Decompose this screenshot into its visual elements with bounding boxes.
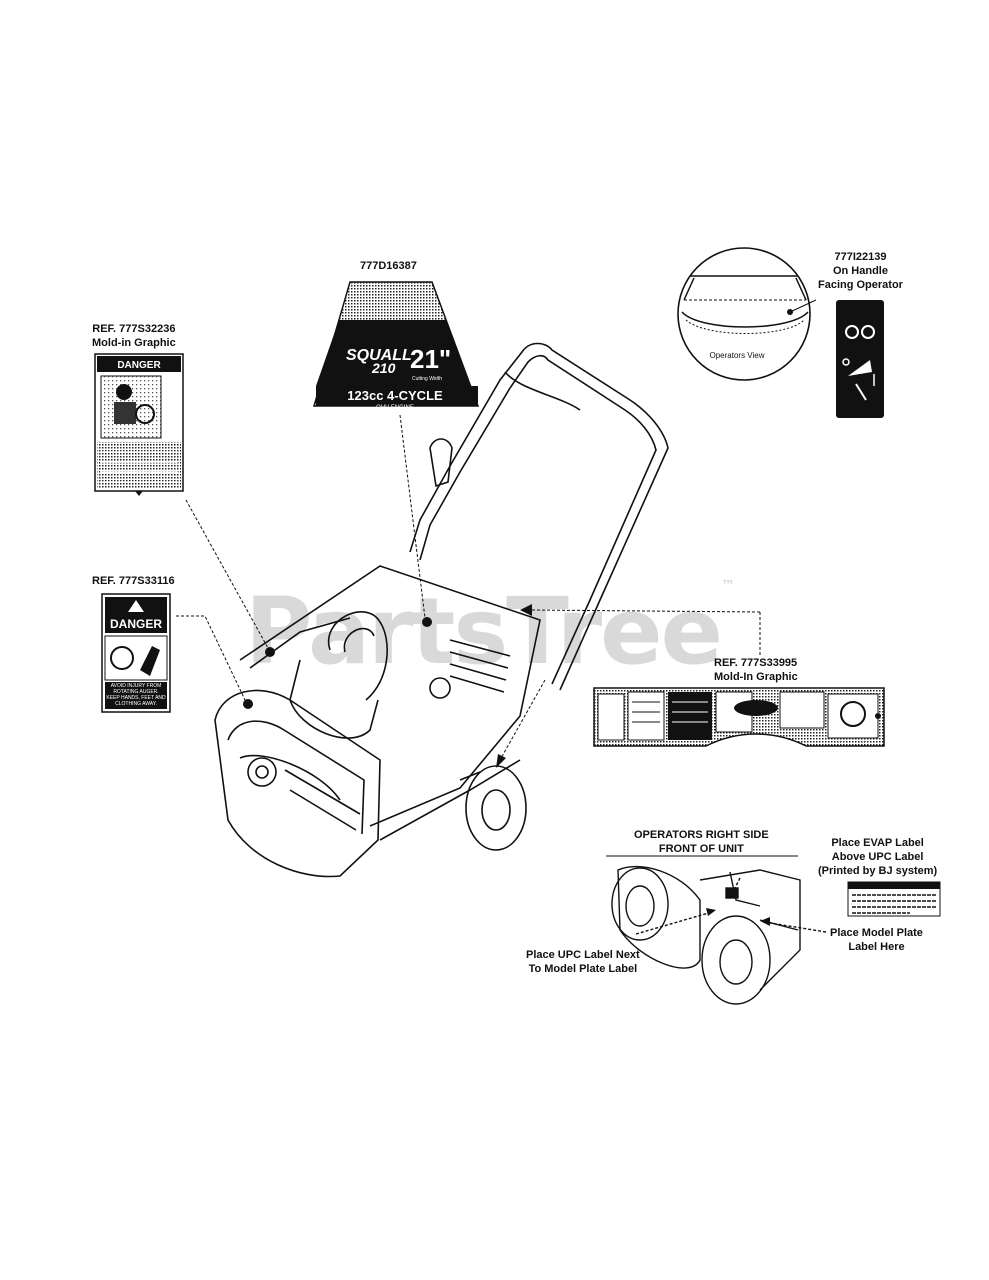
- decal-size: 21": [410, 344, 451, 374]
- handle-inset: [677, 247, 884, 418]
- place-evap-label: Place EVAP Label Above UPC Label (Printe…: [818, 837, 938, 877]
- danger-warning-text: AVOID INJURY FROM ROTATING AUGER. KEEP H…: [106, 683, 166, 707]
- ref-777s33995-label: REF. 777S33995 Mold-In Graphic: [714, 657, 798, 683]
- place-model-plate-label: Place Model Plate Label Here: [830, 927, 923, 953]
- snow-blower: [214, 342, 669, 878]
- danger-decal-mold-in: DANGER: [94, 353, 275, 657]
- place-upc-label: Place UPC Label Next To Model Plate Labe…: [526, 949, 640, 975]
- mold-in-arrow: [496, 604, 761, 768]
- evap-label: [847, 881, 941, 917]
- right-side-inset: [606, 855, 827, 1005]
- model-decal: SQUALL 210 21" Cutting Width 123cc 4-CYC…: [313, 281, 480, 627]
- watermark: PartsTree™: [245, 578, 735, 685]
- decal-model: 210: [371, 360, 396, 376]
- danger-decal-auger: DANGER AVOID INJURY FROM ROTATING AUGER.…: [101, 593, 253, 713]
- decal-brand: SQUALL: [346, 347, 412, 364]
- danger-header-large: DANGER: [110, 617, 162, 631]
- dashboard-graphic: [593, 687, 885, 747]
- operators-view-caption: Operators View: [710, 351, 765, 360]
- ref-777d16387-label: 777D16387: [360, 260, 417, 272]
- decal-size-sub: Cutting Width: [412, 376, 442, 382]
- ref-777s32236-label: REF. 777S32236 Mold-in Graphic: [92, 323, 176, 349]
- decal-engine-sub: OHV ENGINE: [376, 405, 414, 411]
- decal-engine: 123cc 4-CYCLE: [347, 388, 443, 403]
- operators-right-side-label: OPERATORS RIGHT SIDE FRONT OF UNIT: [634, 829, 769, 855]
- ref-777i22139-label: 777I22139 On Handle Facing Operator: [818, 251, 903, 291]
- ref-777s33116-label: REF. 777S33116: [92, 575, 175, 587]
- danger-header-small: DANGER: [117, 360, 161, 371]
